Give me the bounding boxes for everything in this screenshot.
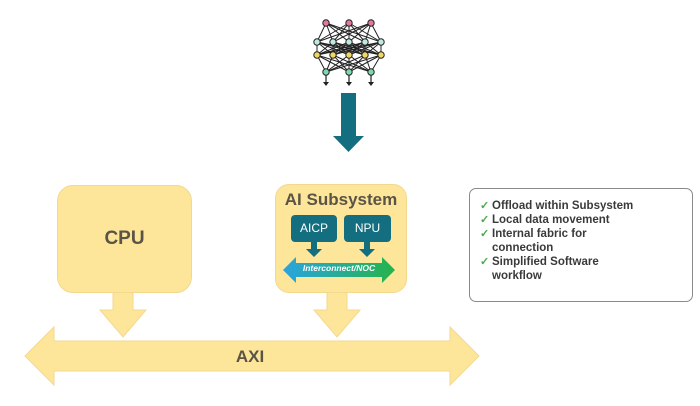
nn-output-arrowhead xyxy=(368,82,374,86)
benefit-text: Internal fabric for connection xyxy=(492,228,587,254)
ai-subsystem-title: AI Subsystem xyxy=(284,190,398,209)
nn-connection xyxy=(348,54,366,73)
benefit-item: ✓ Offload within Subsystem xyxy=(480,199,686,213)
nn-connection xyxy=(332,54,350,73)
axi-label: AXI xyxy=(235,347,265,366)
benefit-text: Simplified Software workflow xyxy=(492,256,599,282)
nn-node xyxy=(313,51,321,59)
aicp-block: AICP xyxy=(291,215,337,242)
nn-connection xyxy=(316,41,366,56)
nn-connection xyxy=(348,22,382,43)
benefit-item: ✓ Local data movement xyxy=(480,213,686,227)
nn-node xyxy=(322,68,330,76)
check-icon: ✓ xyxy=(480,256,490,268)
benefit-item: ✓ Internal fabric for connection xyxy=(480,227,686,255)
check-icon: ✓ xyxy=(480,214,490,226)
interconnect-label: Interconnect/NOC xyxy=(302,263,376,273)
nn-connection xyxy=(316,54,372,73)
benefits-box: ✓ Offload within Subsystem ✓ Local data … xyxy=(469,188,693,302)
nn-connection xyxy=(316,54,350,73)
cpu-label: CPU xyxy=(104,228,145,249)
nn-node xyxy=(367,68,375,76)
nn-connection xyxy=(348,54,382,73)
nn-connection xyxy=(325,22,382,43)
nn-connection xyxy=(325,54,366,73)
nn-connection xyxy=(316,22,372,43)
nn-connection xyxy=(348,54,372,73)
nn-node xyxy=(345,51,353,59)
nn-connection xyxy=(325,54,382,73)
nn-node xyxy=(322,19,330,27)
cpu-to-axi-arrow xyxy=(98,291,148,338)
check-icon: ✓ xyxy=(480,200,490,212)
nn-node xyxy=(345,38,353,46)
npu-block: NPU xyxy=(344,215,391,242)
nn-connection xyxy=(332,22,372,43)
nn-connection xyxy=(316,22,350,43)
nn-connection xyxy=(316,41,382,56)
neural-network-icon xyxy=(313,19,385,86)
benefit-text: Local data movement xyxy=(492,214,610,226)
nn-connection xyxy=(348,22,372,43)
nn-node xyxy=(361,51,369,59)
nn-connection xyxy=(348,41,382,56)
benefit-text: Offload within Subsystem xyxy=(492,200,634,212)
nn-node xyxy=(329,51,337,59)
nn-connection xyxy=(332,41,382,56)
nn-node xyxy=(367,19,375,27)
nn-connection xyxy=(325,22,350,43)
check-icon: ✓ xyxy=(480,228,490,240)
nn-connection xyxy=(348,22,366,43)
nn-connection xyxy=(325,54,350,73)
nn-output-arrowhead xyxy=(323,82,329,86)
cpu-block xyxy=(57,185,192,293)
nn-connection xyxy=(316,41,350,56)
axi-bus-arrow xyxy=(24,325,480,387)
nn-output-arrowhead xyxy=(346,82,352,86)
teal-down-arrow xyxy=(333,93,364,152)
nn-connection xyxy=(332,22,350,43)
nn-node xyxy=(313,38,321,46)
benefit-item: ✓ Simplified Software workflow xyxy=(480,255,686,283)
nn-node xyxy=(329,38,337,46)
nn-node xyxy=(345,68,353,76)
ai-to-axi-arrow xyxy=(312,291,362,338)
nn-node xyxy=(361,38,369,46)
nn-node xyxy=(377,51,385,59)
nn-node xyxy=(345,19,353,27)
nn-node xyxy=(377,38,385,46)
